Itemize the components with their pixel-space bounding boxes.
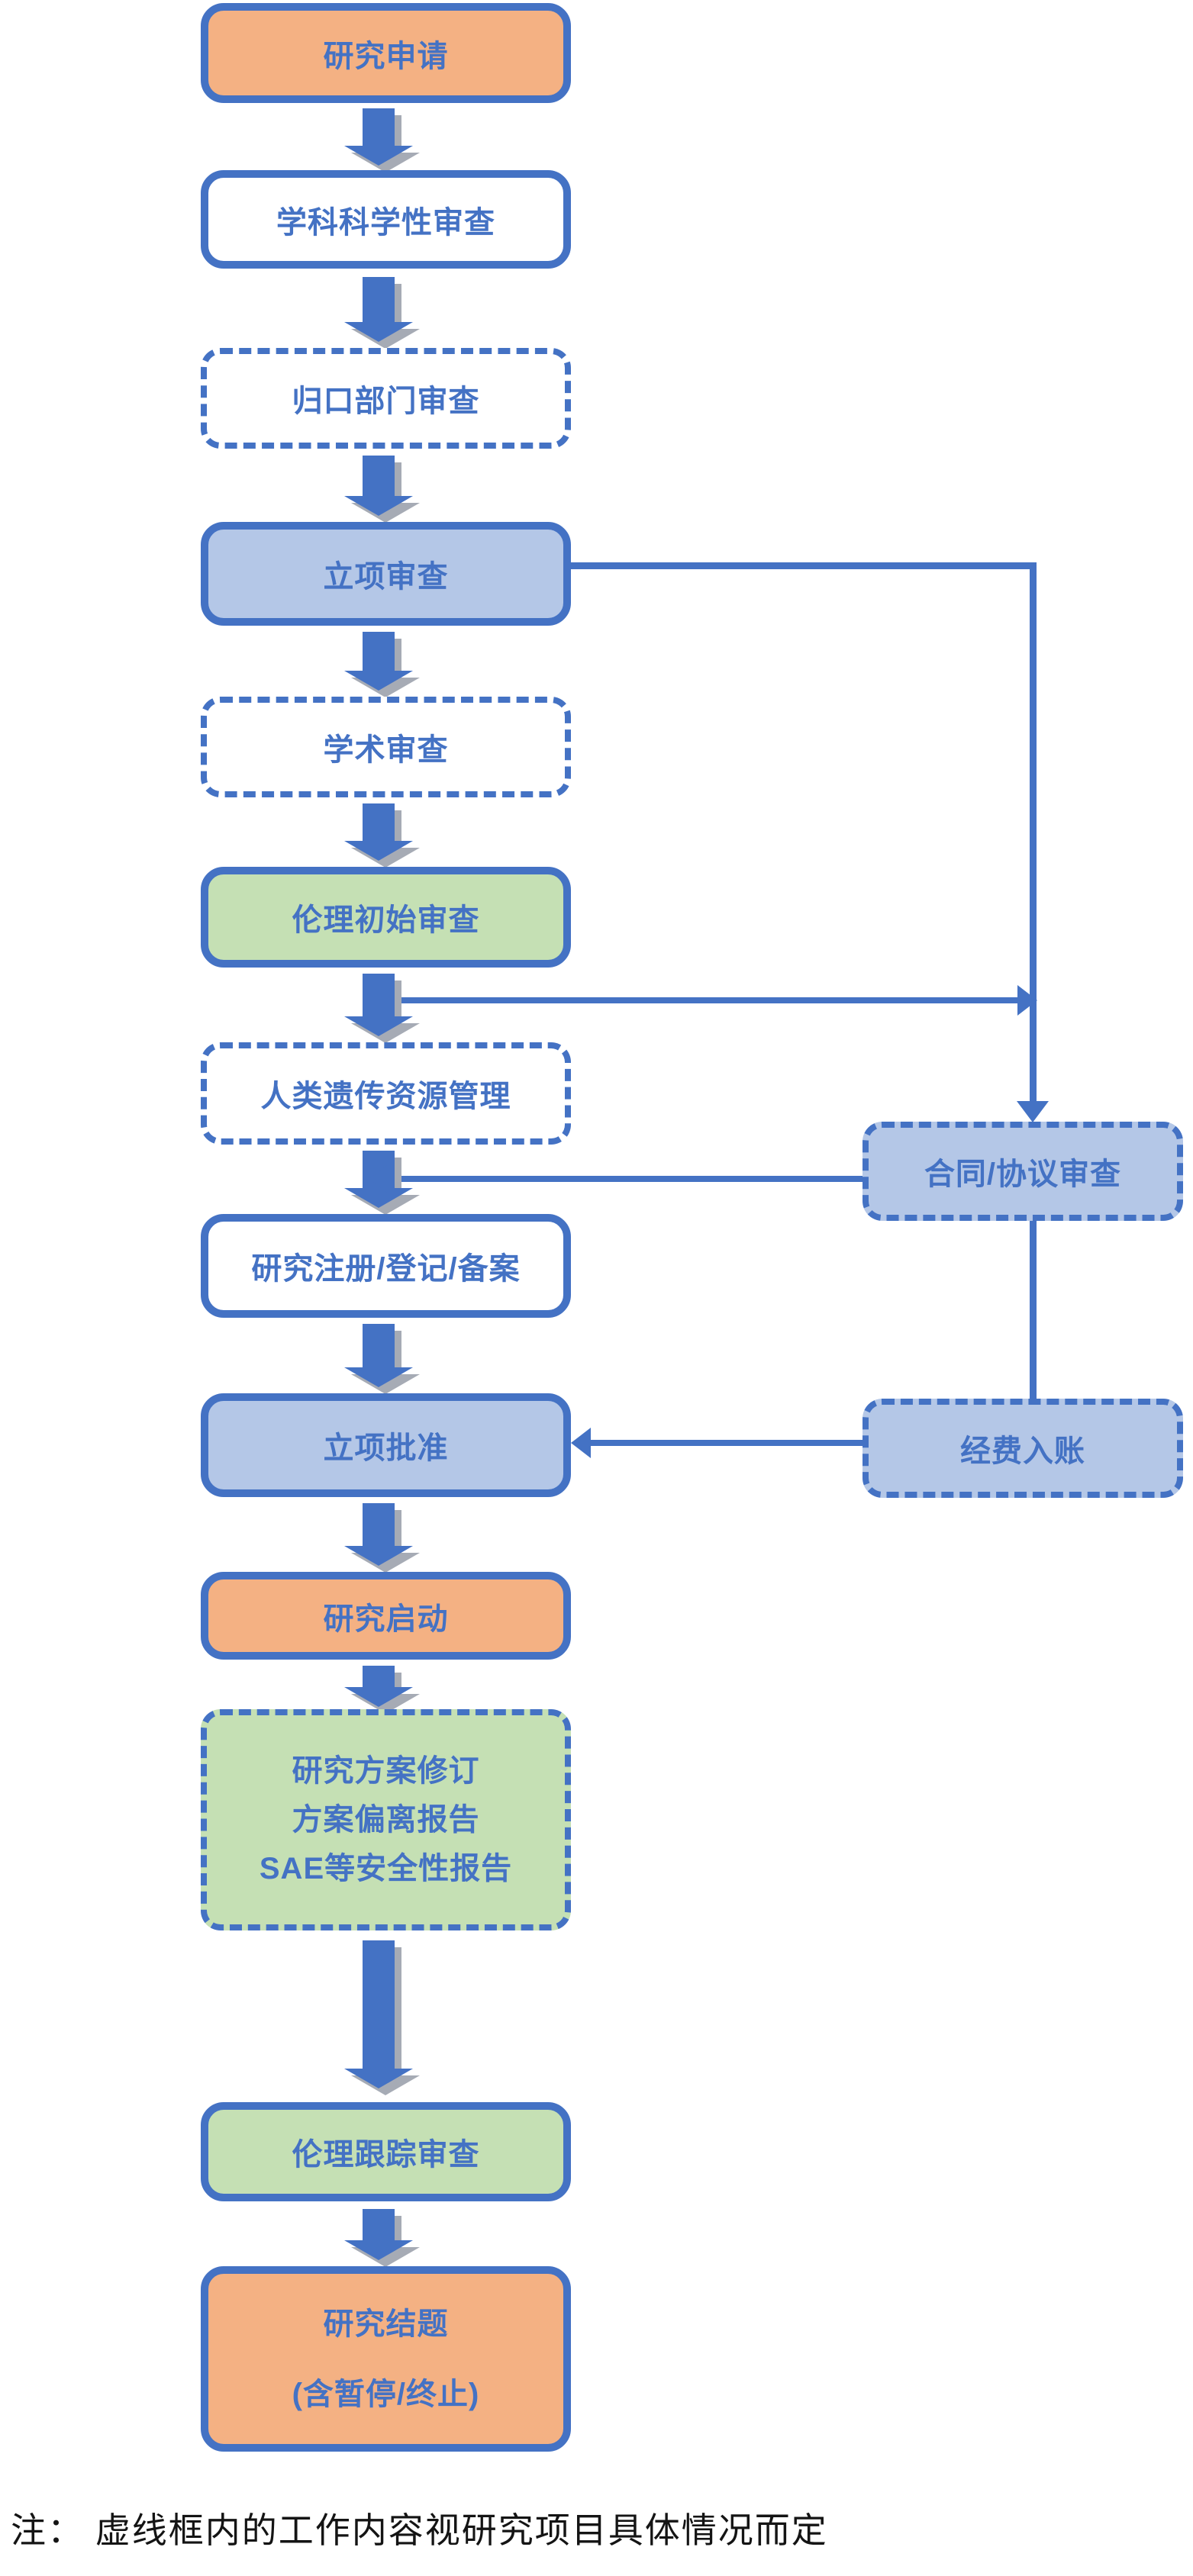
node-research-registration-filing: 研究注册/登记/备案 — [201, 1214, 571, 1318]
down-arrow-icon — [344, 974, 413, 1036]
connector-contract-to-registration — [388, 1176, 865, 1182]
node-label: 研究启动 — [323, 1602, 449, 1636]
node-academic-review: 学术审查 — [201, 697, 571, 797]
node-discipline-scientific-review: 学科科学性审查 — [201, 170, 571, 269]
node-label: 学科科学性审查 — [276, 205, 495, 240]
connector-contract-to-funds — [1030, 1221, 1037, 1399]
node-label-line: SAE等安全性报告 — [259, 1852, 513, 1885]
down-arrow-icon — [344, 632, 413, 691]
connector-after-ethics-to-contract-branch — [385, 997, 1020, 1003]
node-label: 立项审查 — [323, 560, 449, 594]
node-label: 伦理跟踪审查 — [292, 2138, 480, 2172]
node-research-application: 研究申请 — [201, 3, 571, 103]
node-label-line: 研究结题 — [323, 2307, 449, 2341]
node-ethics-initial-review: 伦理初始审查 — [201, 867, 571, 968]
connector-funds-to-approval — [589, 1440, 863, 1446]
down-arrow-icon — [344, 1503, 413, 1566]
node-label: 研究申请 — [323, 39, 449, 73]
node-label: 研究注册/登记/备案 — [251, 1252, 521, 1286]
down-arrow-icon — [344, 803, 413, 861]
node-label: 立项批准 — [323, 1431, 449, 1465]
arrowhead-left-icon — [369, 1164, 389, 1194]
node-label: 伦理初始审查 — [292, 903, 480, 937]
node-label: 归口部门审查 — [292, 385, 480, 418]
node-department-review: 归口部门审查 — [201, 348, 571, 449]
connector-vertical-to-contract — [1030, 562, 1037, 1101]
arrowhead-right-icon — [1017, 985, 1037, 1016]
node-research-start: 研究启动 — [201, 1572, 571, 1660]
node-label-line: 研究方案修订 — [292, 1754, 480, 1788]
footnote: 注： 虚线框内的工作内容视研究项目具体情况而定 — [11, 2510, 828, 2550]
down-arrow-icon — [344, 1666, 413, 1707]
node-label: 人类遗传资源管理 — [260, 1080, 511, 1113]
down-arrow-icon — [344, 277, 413, 342]
down-arrow-icon — [344, 2209, 413, 2260]
node-label: 经费入账 — [960, 1435, 1085, 1468]
down-arrow-icon — [344, 1940, 413, 2088]
connector-initiation-review-to-contract — [571, 562, 1037, 569]
node-label-line: 方案偏离报告 — [292, 1803, 480, 1837]
node-project-initiation-review: 立项审查 — [201, 522, 571, 626]
down-arrow-icon — [344, 456, 413, 516]
node-label: 合同/协议审查 — [924, 1158, 1122, 1191]
down-arrow-icon — [344, 108, 413, 166]
arrowhead-left-into-approval-icon — [571, 1428, 591, 1458]
arrowhead-down-into-contract-icon — [1017, 1101, 1049, 1122]
node-contract-agreement-review: 合同/协议审查 — [863, 1122, 1183, 1221]
down-arrow-icon — [344, 1324, 413, 1387]
node-funds-receipt: 经费入账 — [863, 1399, 1183, 1498]
node-label: 学术审查 — [323, 733, 449, 767]
node-project-approval: 立项批准 — [201, 1393, 571, 1497]
node-label-line: (含暂停/终止) — [292, 2377, 480, 2411]
node-ethics-follow-up-review: 伦理跟踪审查 — [201, 2102, 571, 2201]
node-human-genetic-resources-management: 人类遗传资源管理 — [201, 1042, 571, 1145]
node-in-study-reports: 研究方案修订 方案偏离报告 SAE等安全性报告 — [201, 1709, 571, 1930]
node-research-conclusion: 研究结题 (含暂停/终止) — [201, 2266, 571, 2452]
